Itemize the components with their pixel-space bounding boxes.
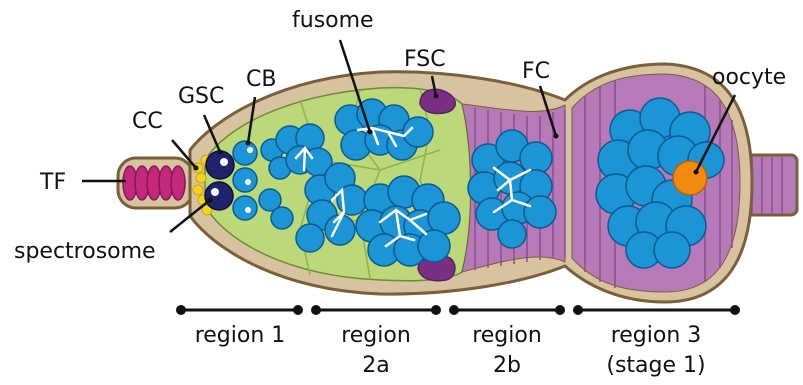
label-fsc: FSC (404, 47, 446, 72)
region-3-label-line1: region 3 (611, 323, 702, 348)
label-gsc: GSC (178, 84, 224, 109)
terminal-filament (118, 158, 193, 208)
label-tf: TF (39, 170, 66, 195)
region-2a-label-line2: 2a (362, 353, 389, 378)
region-1-label: region 1 (195, 323, 286, 348)
label-cc: CC (132, 109, 163, 134)
region-2b-label-line1: region (472, 323, 542, 348)
region-2a-label-line1: region (341, 323, 411, 348)
label-fusome: fusome (292, 8, 374, 33)
label-oocyte: oocyte (712, 65, 786, 90)
label-spectrosome: spectrosome (14, 239, 156, 264)
cystoblasts (233, 141, 257, 220)
oocyte (673, 161, 707, 195)
label-cb: CB (246, 67, 276, 92)
region-3-label-line2: (stage 1) (606, 353, 705, 378)
label-fc: FC (522, 59, 550, 84)
region-bars (178, 307, 739, 314)
region-2b-label-line2: 2b (493, 353, 521, 378)
